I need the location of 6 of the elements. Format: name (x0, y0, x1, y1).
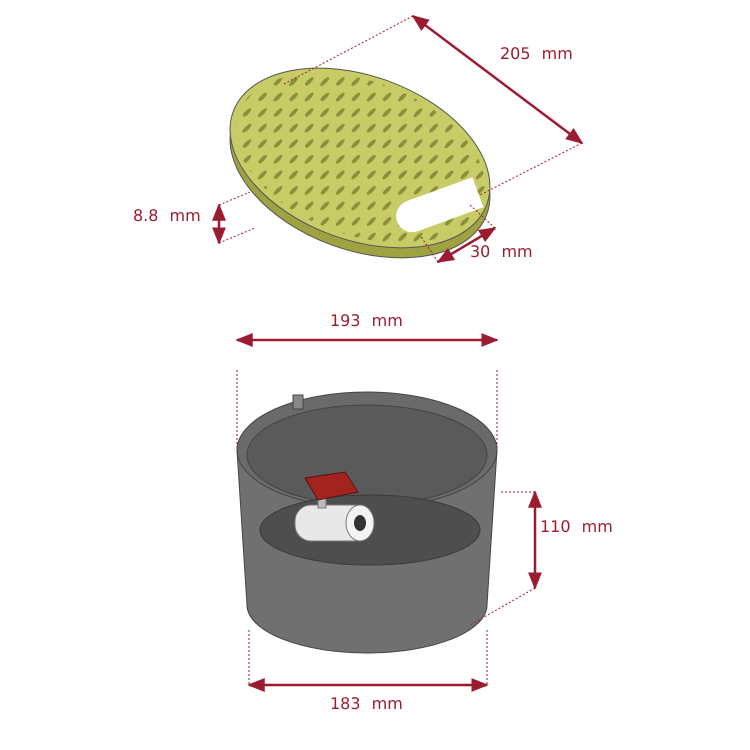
dimension-label: 183 mm (330, 695, 403, 713)
dimension-label: 110 mm (540, 518, 613, 536)
dimension-label: 30 mm (470, 243, 533, 261)
dimension-label: 193 mm (330, 312, 403, 330)
dimension-label: 8.8 mm (133, 207, 201, 225)
dimension-label: 205 mm (500, 45, 573, 63)
